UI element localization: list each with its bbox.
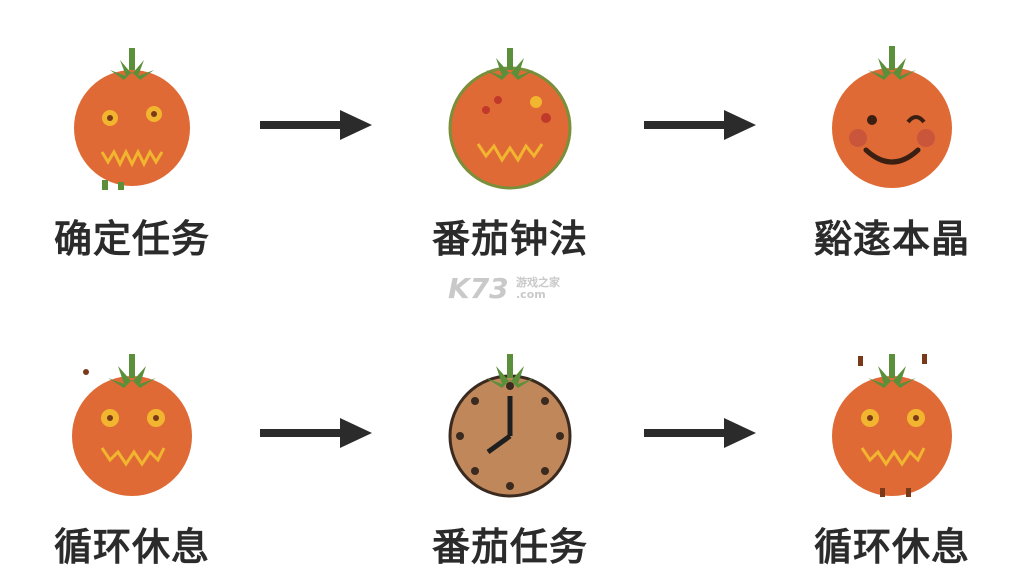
arrow-right-icon [644,110,756,140]
tomato-face-icon [72,354,192,496]
tomato-face-icon [448,48,572,190]
site-watermark-logo: K73 游戏之家 .com [448,272,560,305]
step-1: 确定任务 [42,40,222,263]
step-4: 循环休息 [42,348,222,571]
arrow-right-icon [260,110,372,140]
step-label: 循环休息 [53,525,210,569]
step-3: 谿逺本晶 [802,40,982,263]
smiling-tomato-icon [832,46,952,188]
arrow-right-icon [644,418,756,448]
arrow-right-icon [260,418,372,448]
step-label: 循环休息 [813,525,970,569]
step-6: 循环休息 [802,348,982,571]
step-label: 番茄任务 [431,525,588,569]
tomato-face-icon [74,48,190,190]
step-label: 确定任务 [53,217,210,261]
step-2: 番茄钟法 [420,40,600,263]
step-label: 番茄钟法 [431,217,588,261]
tomato-face-icon [832,354,952,497]
tomato-clock-icon [448,354,572,498]
step-5: 番茄任务 [420,348,600,571]
step-label: 谿逺本晶 [813,217,970,261]
